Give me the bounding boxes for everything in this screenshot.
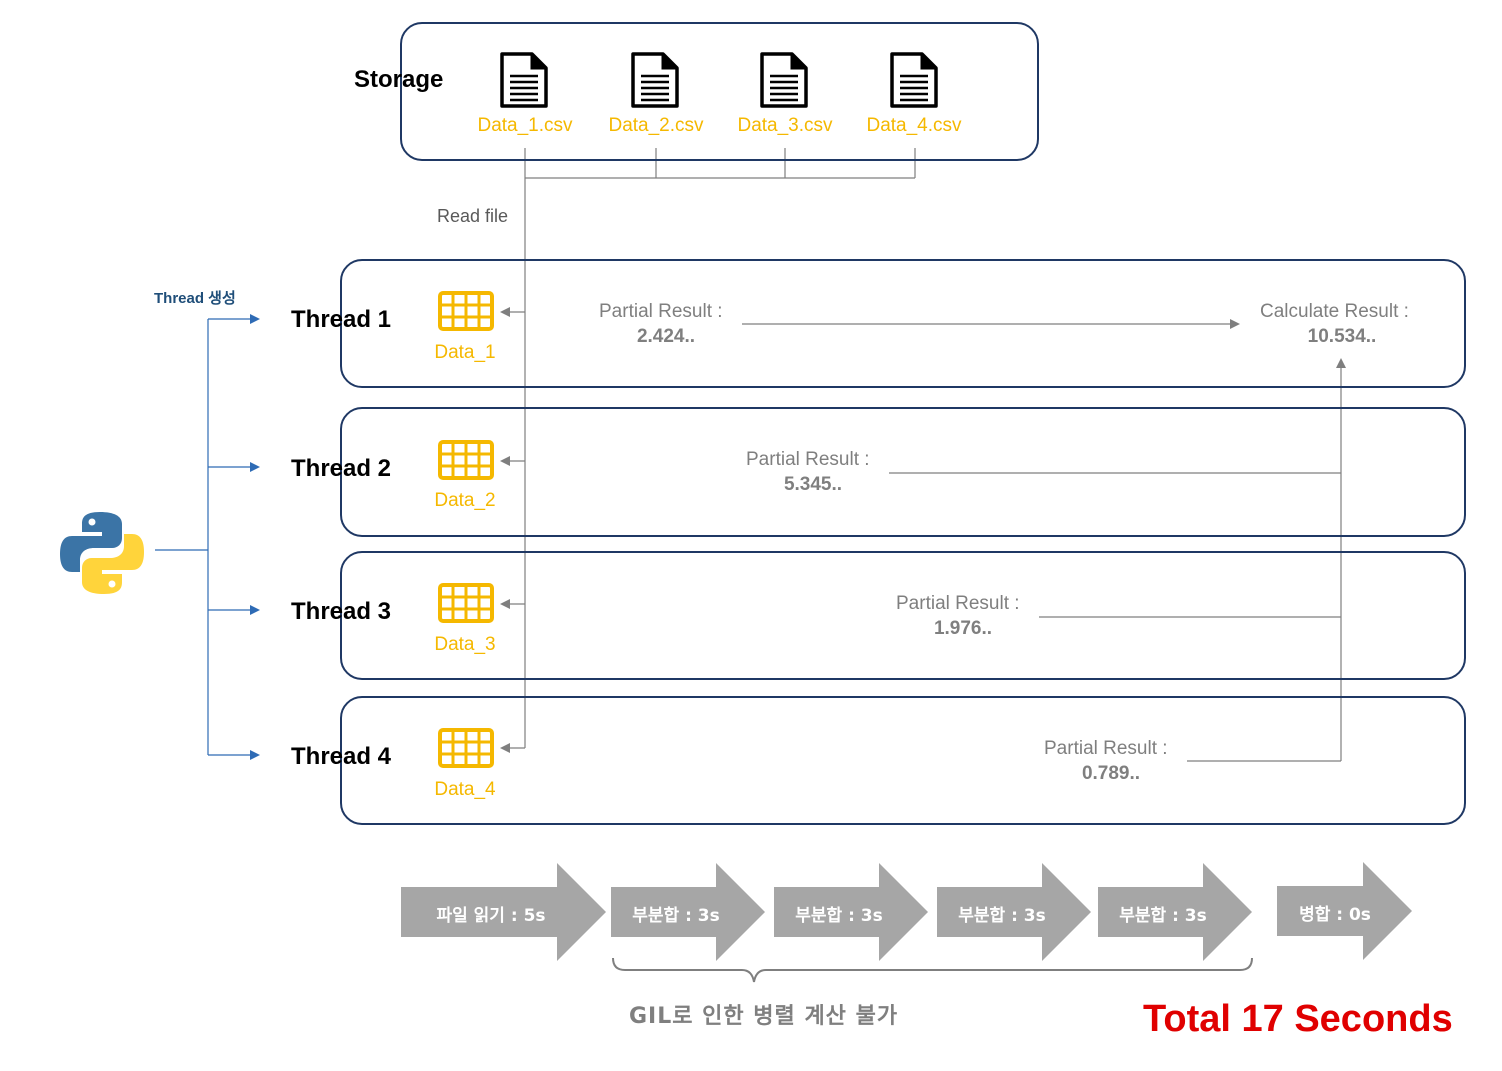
file-label: Data_4.csv bbox=[866, 115, 962, 136]
thread-2-box bbox=[340, 407, 1466, 537]
storage-label: Storage bbox=[354, 66, 444, 93]
data-label: Data_3 bbox=[434, 634, 496, 655]
calculate-result-value: 10.534.. bbox=[1307, 326, 1377, 347]
read-file-label: Read file bbox=[437, 206, 509, 226]
file-bus-lines bbox=[524, 148, 916, 748]
thread-1-box bbox=[340, 259, 1466, 388]
table-icon bbox=[438, 440, 494, 485]
gil-note: GIL로 인한 병렬 계산 불가 bbox=[629, 1004, 899, 1029]
gil-brace bbox=[612, 957, 1253, 983]
table-icon bbox=[438, 583, 494, 628]
partial-result-title: Partial Result : bbox=[1044, 738, 1168, 759]
document-icon bbox=[888, 52, 940, 113]
step-partial-sum-label: 부분합 : 3s bbox=[958, 906, 1046, 926]
file-label: Data_2.csv bbox=[608, 115, 704, 136]
thread-3-label: Thread 3 bbox=[291, 598, 392, 625]
thread-3-box bbox=[340, 551, 1466, 680]
file-label: Data_1.csv bbox=[477, 115, 573, 136]
data-label: Data_1 bbox=[434, 342, 496, 363]
thread-4-label: Thread 4 bbox=[291, 743, 392, 770]
table-icon bbox=[438, 291, 494, 336]
data-label: Data_2 bbox=[434, 490, 496, 511]
storage-box bbox=[400, 22, 1039, 161]
total-time: Total 17 Seconds bbox=[1143, 998, 1453, 1040]
partial-result-value: 5.345.. bbox=[783, 474, 843, 495]
document-icon bbox=[758, 52, 810, 113]
data-label: Data_4 bbox=[434, 779, 496, 800]
partial-result-title: Partial Result : bbox=[896, 593, 1020, 614]
partial-result-value: 0.789.. bbox=[1081, 763, 1141, 784]
thread-2-label: Thread 2 bbox=[291, 455, 392, 482]
read-file-arrows bbox=[500, 307, 525, 753]
step-read-file-label: 파일 읽기 : 5s bbox=[436, 906, 546, 926]
timeline-step-arrow bbox=[937, 863, 1091, 961]
thread-4-box bbox=[340, 696, 1466, 825]
partial-result-lines bbox=[742, 319, 1346, 762]
calculate-result-title: Calculate Result : bbox=[1260, 301, 1409, 322]
partial-result-value: 1.976.. bbox=[933, 618, 993, 639]
step-merge-label: 병합 : 0s bbox=[1299, 905, 1371, 925]
timeline-step-arrow bbox=[1098, 863, 1252, 961]
timeline-step-arrow bbox=[774, 863, 928, 961]
python-logo-icon bbox=[58, 510, 146, 601]
step-partial-sum-label: 부분합 : 3s bbox=[1119, 906, 1207, 926]
timeline-step-arrow bbox=[1277, 862, 1412, 960]
thread-create-label: Thread 생성 bbox=[154, 290, 236, 307]
document-icon bbox=[629, 52, 681, 113]
partial-result-value: 2.424.. bbox=[636, 326, 696, 347]
partial-result-title: Partial Result : bbox=[746, 449, 870, 470]
step-partial-sum-label: 부분합 : 3s bbox=[632, 906, 720, 926]
thread-1-label: Thread 1 bbox=[291, 306, 392, 333]
file-label: Data_3.csv bbox=[737, 115, 833, 136]
document-icon bbox=[498, 52, 550, 113]
table-icon bbox=[438, 728, 494, 773]
timeline-step-arrow bbox=[401, 863, 606, 961]
timeline-step-arrow bbox=[611, 863, 765, 961]
step-partial-sum-label: 부분합 : 3s bbox=[795, 906, 883, 926]
thread-create-lines bbox=[155, 314, 260, 760]
partial-result-title: Partial Result : bbox=[599, 301, 723, 322]
